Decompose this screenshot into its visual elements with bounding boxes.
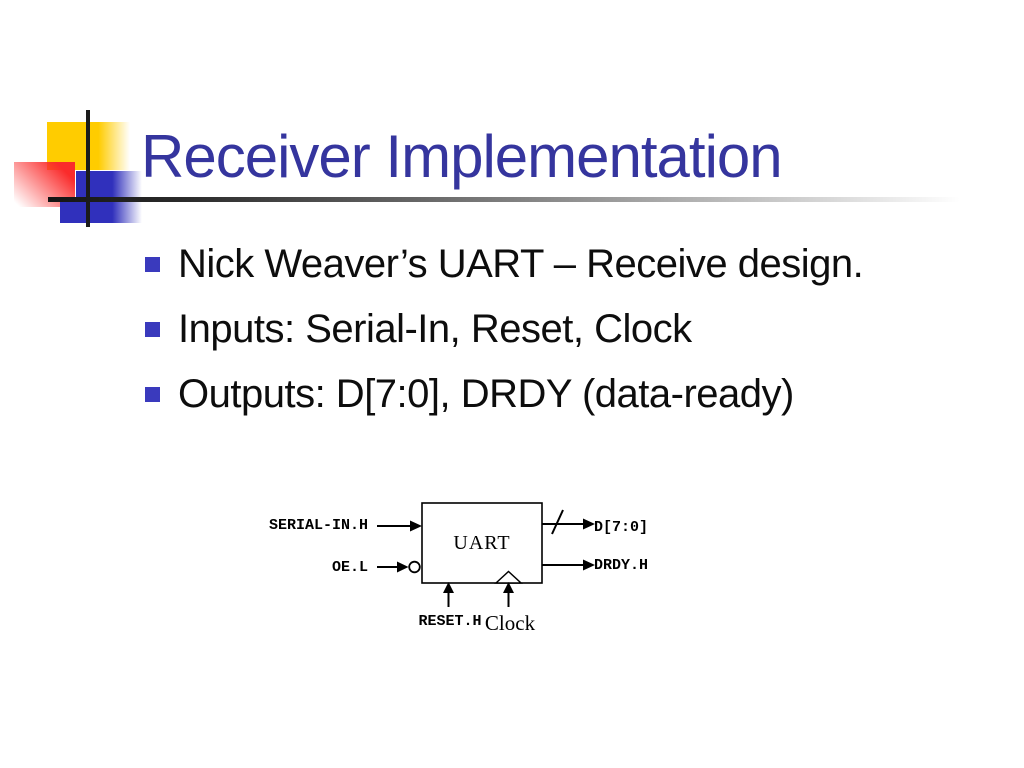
clock-arrowhead-icon (503, 582, 514, 593)
bullet-text: Nick Weaver’s UART – Receive design. (178, 242, 864, 286)
oe-inversion-bubble-icon (408, 560, 421, 574)
bullet-list: Nick Weaver’s UART – Receive design. Inp… (145, 232, 985, 427)
reset-label: RESET.H (418, 613, 482, 630)
bullet-square-icon (145, 387, 160, 402)
bullet-square-icon (145, 322, 160, 337)
oe-arrowhead-icon (397, 561, 409, 573)
bullet-text: Outputs: D[7:0], DRDY (data-ready) (178, 372, 794, 416)
decor-vertical-line (86, 110, 90, 227)
uart-box-label: UART (453, 532, 511, 554)
page-title: Receiver Implementation (141, 123, 783, 190)
list-item: Inputs: Serial-In, Reset, Clock (145, 297, 985, 362)
list-item: Nick Weaver’s UART – Receive design. (145, 232, 985, 297)
clock-label: Clock (484, 611, 536, 635)
bus-slash-icon (551, 509, 564, 535)
bullet-square-icon (145, 257, 160, 272)
bullet-text: Inputs: Serial-In, Reset, Clock (178, 307, 692, 351)
drdy-arrowhead-icon (583, 559, 595, 571)
uart-box (421, 502, 543, 584)
serial-in-arrowhead-icon (410, 520, 422, 532)
drdy-label: DRDY.H (594, 557, 649, 574)
oe-label: OE.L (331, 559, 368, 576)
data-bus-arrowhead-icon (583, 518, 595, 530)
data-bus-label: D[7:0] (594, 519, 649, 536)
uart-diagram-graphics (377, 502, 595, 607)
list-item: Outputs: D[7:0], DRDY (data-ready) (145, 362, 985, 427)
reset-arrowhead-icon (443, 582, 454, 593)
title-underline-rule (48, 197, 960, 202)
serial-in-label: SERIAL-IN.H (268, 517, 368, 534)
uart-block-diagram: UART SERIAL-IN.H OE.L D[7:0] DRDY.H RESE… (250, 480, 730, 650)
